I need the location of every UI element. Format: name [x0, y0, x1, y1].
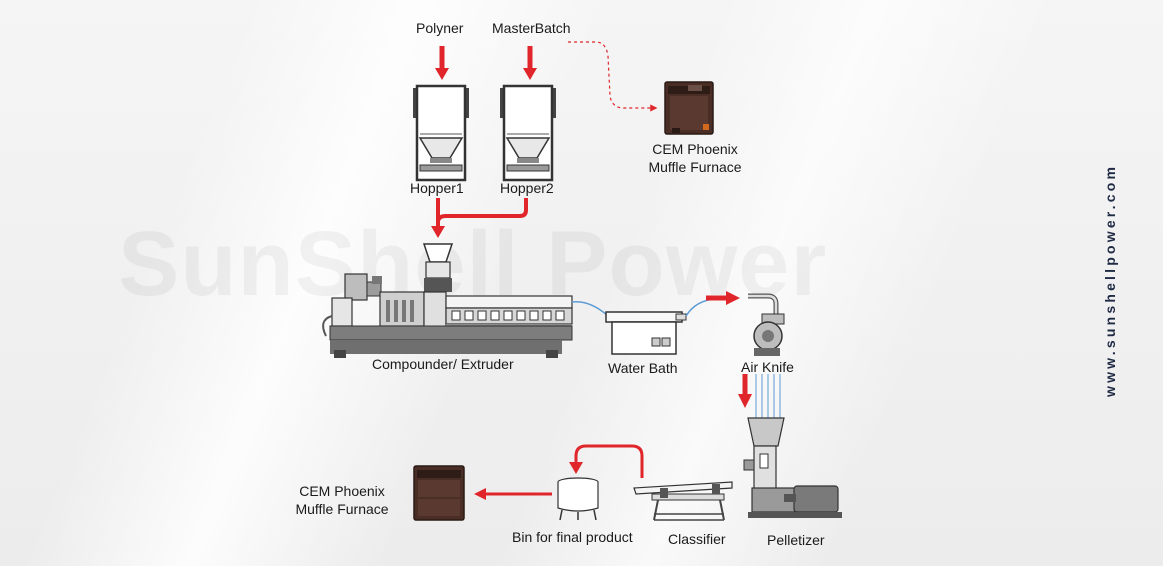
to-bin-arrow-icon — [569, 444, 644, 478]
bin-icon — [557, 477, 599, 521]
to-furnace-arrow-icon — [474, 488, 552, 500]
feed-arrow-icon — [431, 198, 528, 238]
masterbatch-arrow-icon — [523, 46, 537, 80]
to-pelletizer-arrow-icon — [738, 374, 752, 408]
furnace-bottom-icon — [413, 465, 465, 521]
label-compounder: Compounder/ Extruder — [372, 356, 514, 372]
label-furnace-top: CEM Phoenix Muffle Furnace — [640, 140, 750, 176]
hose-1 — [571, 301, 609, 317]
furnace-top-icon — [664, 81, 714, 135]
sample-dashed-link — [568, 41, 658, 112]
furnace-bottom-line2: Muffle Furnace — [295, 501, 389, 517]
furnace-top-line2: Muffle Furnace — [648, 159, 742, 175]
side-url: www.sunshellpower.com — [1102, 163, 1118, 397]
air-knife-icon — [748, 293, 785, 356]
polyner-arrow-icon — [435, 46, 449, 80]
classifier-icon — [633, 481, 733, 521]
label-air-knife: Air Knife — [741, 359, 794, 375]
furnace-top-line1: CEM Phoenix — [652, 141, 738, 157]
label-hopper1: Hopper1 — [410, 180, 464, 196]
pelletizer-icon — [743, 417, 842, 518]
label-pelletizer: Pelletizer — [767, 532, 825, 548]
label-polyner: Polyner — [416, 20, 464, 36]
label-furnace-bottom: CEM Phoenix Muffle Furnace — [284, 482, 400, 518]
label-hopper2: Hopper2 — [500, 180, 554, 196]
label-masterbatch: MasterBatch — [492, 20, 571, 36]
label-classifier: Classifier — [668, 531, 726, 547]
label-bin: Bin for final product — [512, 529, 633, 545]
furnace-bottom-line1: CEM Phoenix — [299, 483, 385, 499]
to-air-knife-arrow-icon — [706, 291, 740, 305]
extruder-icon — [322, 243, 573, 358]
water-bath-icon — [605, 311, 687, 355]
label-water-bath: Water Bath — [608, 360, 678, 376]
hopper1-icon — [413, 84, 469, 182]
hose-2 — [685, 298, 717, 317]
hopper2-icon — [500, 84, 556, 182]
strands — [755, 374, 781, 418]
